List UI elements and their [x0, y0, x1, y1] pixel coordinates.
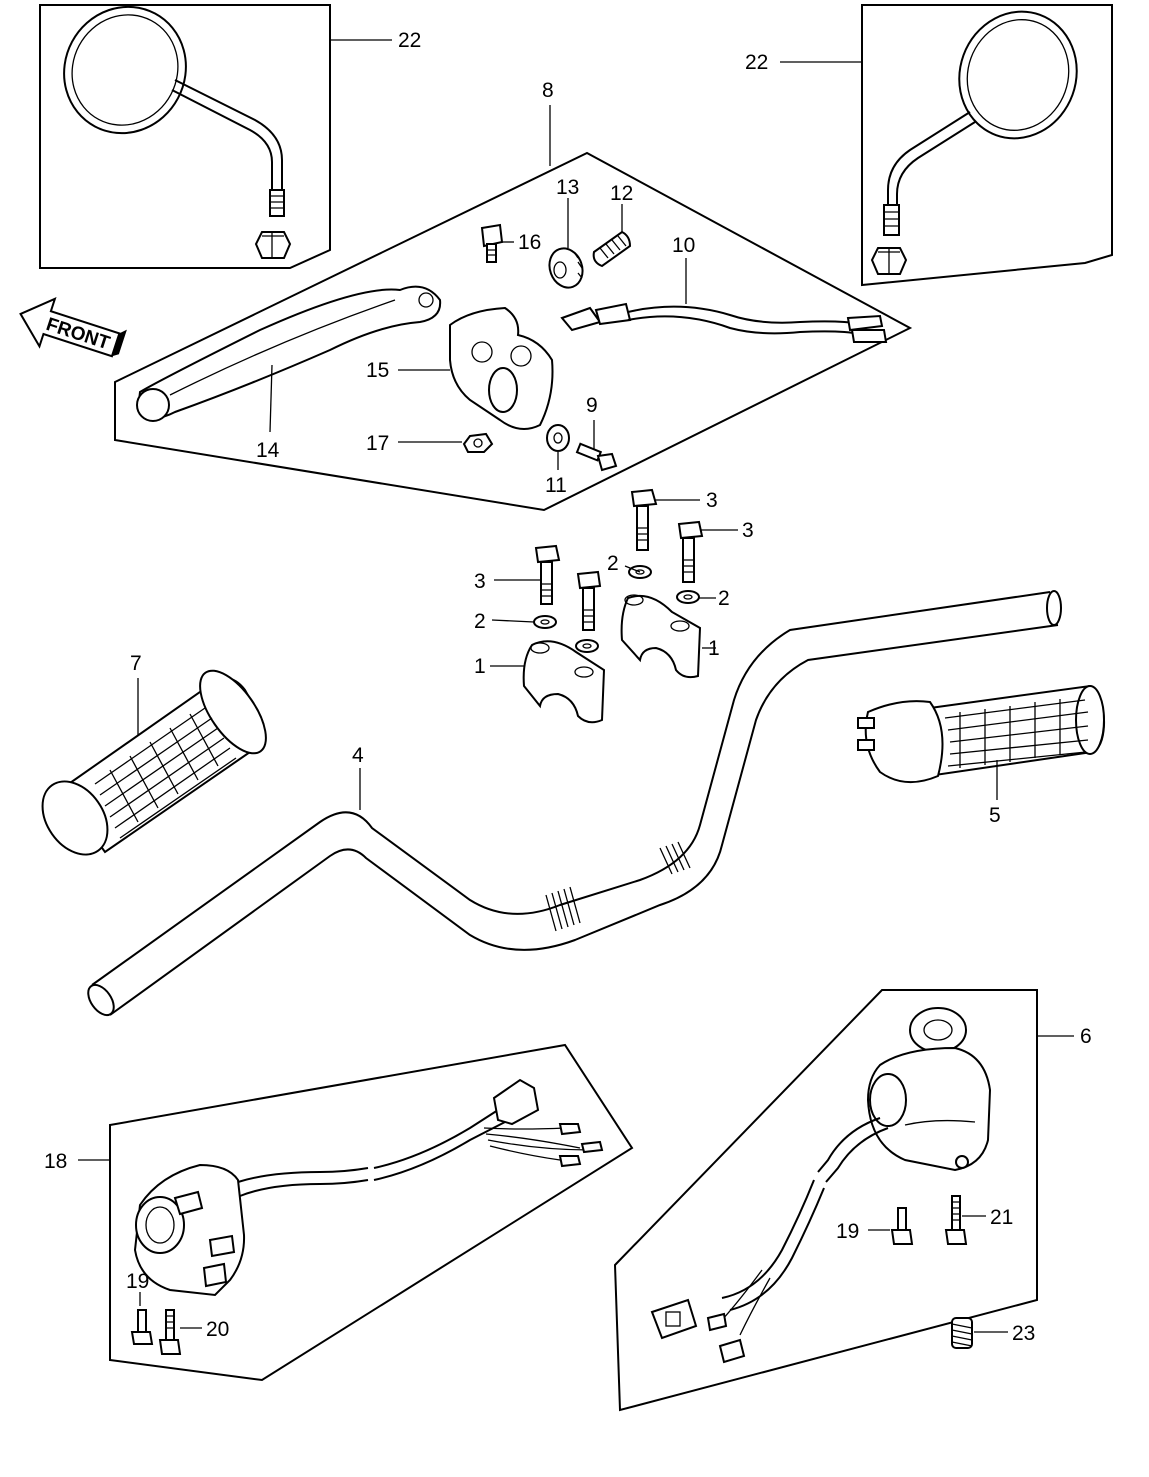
callout-3-top: 3: [706, 489, 718, 512]
callout-2-left: 2: [474, 610, 486, 633]
callout-1-left: 1: [474, 655, 486, 678]
clamp-bolt: [576, 570, 602, 631]
callout-6: 6: [1080, 1025, 1092, 1048]
callout-18: 18: [44, 1150, 67, 1173]
callout-17: 17: [366, 432, 389, 455]
clamp-bolt: [677, 520, 704, 583]
callout-2-top: 2: [607, 552, 619, 575]
grip-right: [857, 684, 1106, 783]
callout-8: 8: [542, 79, 554, 102]
callout-22-right: 22: [745, 51, 768, 74]
callout-3-right: 3: [742, 519, 754, 542]
callout-16: 16: [518, 231, 541, 254]
clamp-washer: [533, 615, 557, 629]
callout-21: 21: [990, 1206, 1013, 1229]
callout-20: 20: [206, 1318, 229, 1341]
screw: [944, 1195, 968, 1245]
right-switch-wiring: [650, 1117, 889, 1364]
clamp-bolt: [630, 488, 658, 551]
callout-14: 14: [256, 439, 280, 462]
mirror-right: [870, 10, 1078, 275]
handlebar-holder-lower: [522, 640, 606, 724]
screw: [158, 1309, 182, 1355]
callout-22-left: 22: [398, 29, 421, 52]
mirror-left: [63, 5, 292, 259]
cable-adjuster: [592, 230, 632, 268]
handlebar-clamp-hardware: 3 3 3 2 2: [474, 488, 754, 724]
adjuster-locknut: [548, 247, 584, 289]
callout-9: 9: [586, 394, 598, 417]
spring: [951, 1317, 973, 1349]
screw: [890, 1207, 914, 1245]
left-switch-housing-group: 18 19: [44, 1043, 634, 1382]
front-arrow-icon: FRONT: [19, 296, 127, 358]
mirror-right-group: 22: [745, 4, 1113, 287]
clutch-lever: [136, 285, 442, 422]
right-switch-housing-group: 6 19: [613, 989, 1092, 1412]
left-switch-wiring: [237, 1078, 604, 1197]
left-switch-housing: [133, 1163, 246, 1297]
screw: [130, 1309, 154, 1345]
lever-holder: [449, 306, 554, 430]
clamp-washer: [575, 639, 599, 653]
callout-10: 10: [672, 234, 695, 257]
pivot-bolt: [480, 223, 504, 263]
callout-19-left: 19: [126, 1270, 149, 1293]
callout-4: 4: [352, 744, 364, 767]
callout-7: 7: [130, 652, 142, 675]
callout-12: 12: [610, 182, 633, 205]
washer: [546, 424, 570, 452]
callout-19-right: 19: [836, 1220, 859, 1243]
clutch-switch: [560, 302, 888, 343]
callout-3-left: 3: [474, 570, 486, 593]
callout-11: 11: [545, 474, 567, 497]
clutch-lever-assembly-group: 8 14 15 16: [114, 79, 913, 512]
callout-5: 5: [989, 804, 1001, 827]
callout-13: 13: [556, 176, 579, 199]
grip-left: [41, 669, 267, 856]
callout-23: 23: [1012, 1322, 1035, 1345]
callout-2-right: 2: [718, 587, 730, 610]
clamp-bolt: [534, 544, 561, 605]
handlebar-holder-upper: [620, 594, 702, 679]
callout-15: 15: [366, 359, 389, 382]
callout-1-right: 1: [708, 637, 720, 660]
mirror-left-group: 22: [39, 4, 421, 269]
adjust-screw: [575, 442, 618, 472]
pivot-nut: [462, 432, 494, 453]
handlebar: [87, 590, 1062, 1017]
clamp-washer: [676, 590, 700, 604]
right-switch-housing: [866, 1007, 992, 1172]
